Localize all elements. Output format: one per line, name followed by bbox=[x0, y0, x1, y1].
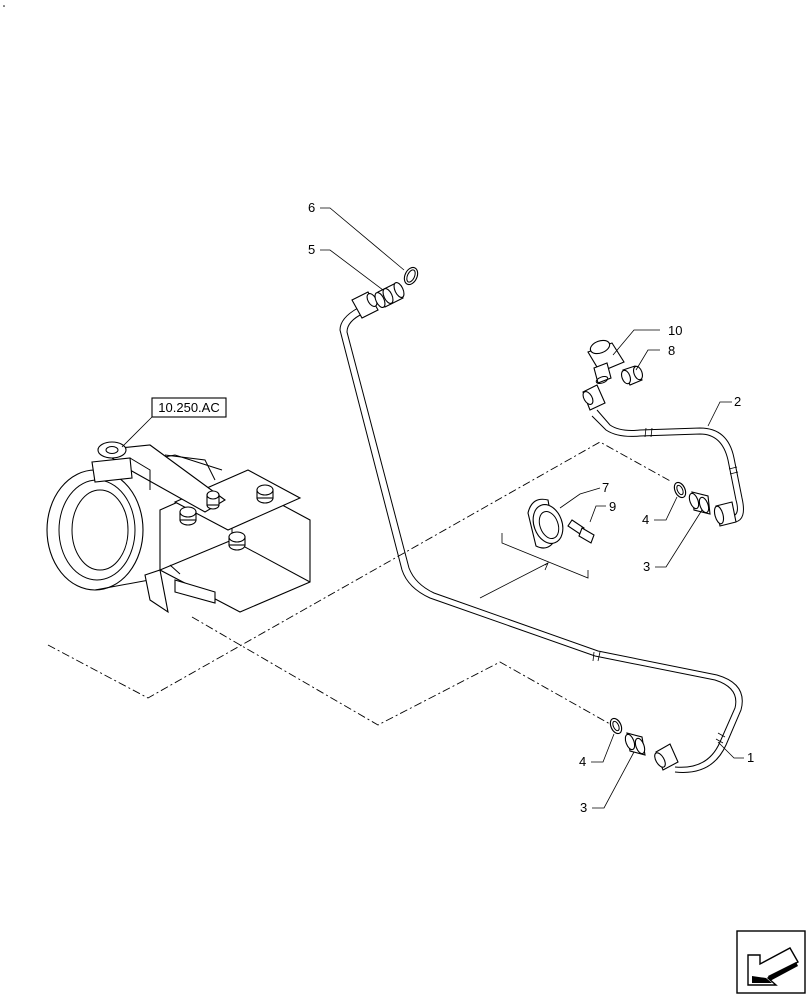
callout-3-lower: 3 bbox=[580, 800, 587, 815]
pipe-2-drawing bbox=[582, 384, 744, 527]
fitting-3-lower-drawing bbox=[624, 732, 646, 756]
reference-label: 10.250.AC bbox=[158, 400, 219, 415]
callout-8: 8 bbox=[668, 343, 675, 358]
next-page-arrow-icon[interactable] bbox=[736, 930, 806, 994]
callout-1: 1 bbox=[747, 750, 754, 765]
fitting-3-upper-drawing bbox=[688, 491, 711, 515]
callout-6: 6 bbox=[308, 200, 315, 215]
assembly-dash-lines bbox=[47, 441, 673, 726]
reference-leader bbox=[121, 416, 153, 448]
fitting-5-drawing bbox=[374, 282, 405, 308]
callout-7: 7 bbox=[602, 480, 609, 495]
callout-9: 9 bbox=[609, 499, 616, 514]
reference-link-box[interactable]: 10.250.AC bbox=[151, 397, 227, 418]
callout-4-lower: 4 bbox=[579, 754, 586, 769]
callout-5: 5 bbox=[308, 242, 315, 257]
callout-3-upper: 3 bbox=[643, 559, 650, 574]
screw-9-drawing bbox=[567, 519, 595, 544]
elbow-10-drawing bbox=[587, 339, 625, 384]
callout-10: 10 bbox=[668, 323, 682, 338]
o-ring-6-drawing bbox=[403, 266, 419, 286]
callout-4-upper: 4 bbox=[642, 512, 649, 527]
clamp-7-drawing bbox=[527, 498, 564, 549]
clamp-position-indicator bbox=[479, 533, 589, 599]
callout-labels: 6 5 10 8 2 7 9 4 3 1 4 3 bbox=[308, 200, 754, 815]
leader-lines bbox=[320, 207, 744, 809]
pipe-1-drawing bbox=[339, 291, 743, 773]
callout-2: 2 bbox=[734, 394, 741, 409]
corner-dot bbox=[3, 5, 5, 7]
o-ring-4-lower-drawing bbox=[609, 717, 623, 735]
pump-housing-drawing bbox=[46, 441, 311, 614]
o-ring-4-upper-drawing bbox=[673, 481, 687, 499]
fitting-8-drawing bbox=[620, 365, 644, 386]
